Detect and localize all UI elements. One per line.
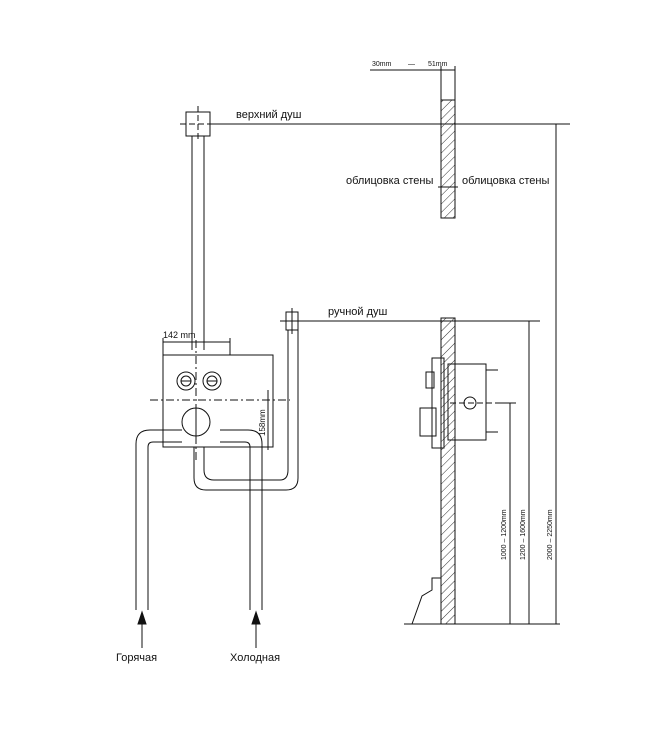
cold-water-label: Холодная [230, 652, 280, 664]
mixer-body-side [447, 363, 487, 441]
cold-pipe-inner [220, 441, 251, 610]
hot-water-label: Горячая [116, 652, 157, 664]
flow-knob-icon [202, 371, 222, 391]
hand-shower-pipe-outer [193, 330, 299, 491]
height-hand-label: 1200 – 1600mm [520, 509, 527, 560]
hand-shower-pipe-inner [203, 330, 289, 481]
diverter-knob-icon [176, 371, 196, 391]
hot-pipe-outer [135, 429, 182, 610]
mixer-box [162, 354, 274, 448]
height-top-label: 2000 – 2250mm [547, 509, 554, 560]
wall-cladding-label-right: облицовка стены [462, 175, 549, 187]
wall-range-sep-label: — [408, 61, 415, 68]
floor-support [411, 577, 441, 625]
side-view [370, 66, 560, 625]
wall-range-max-label: 51mm [428, 61, 448, 68]
wall-range-min-label: 30mm [372, 61, 392, 68]
box-width-label: 142 mm [163, 330, 196, 340]
mixer-faceplate-side [431, 357, 445, 449]
wall-upper-section [440, 99, 456, 219]
front-view [135, 106, 570, 648]
box-height-label: 158mm [258, 409, 267, 436]
hot-pipe-inner [147, 441, 182, 610]
wall-cladding-label-left: облицовка стены [346, 175, 433, 187]
height-mixer-label: 1000 – 1200mm [501, 509, 508, 560]
cold-pipe-outer [220, 429, 263, 610]
top-shower-label: верхний душ [236, 109, 302, 121]
hot-inlet-arrow-icon [137, 610, 147, 648]
cold-inlet-arrow-icon [251, 610, 261, 648]
hand-shower-label: ручной душ [328, 306, 388, 318]
